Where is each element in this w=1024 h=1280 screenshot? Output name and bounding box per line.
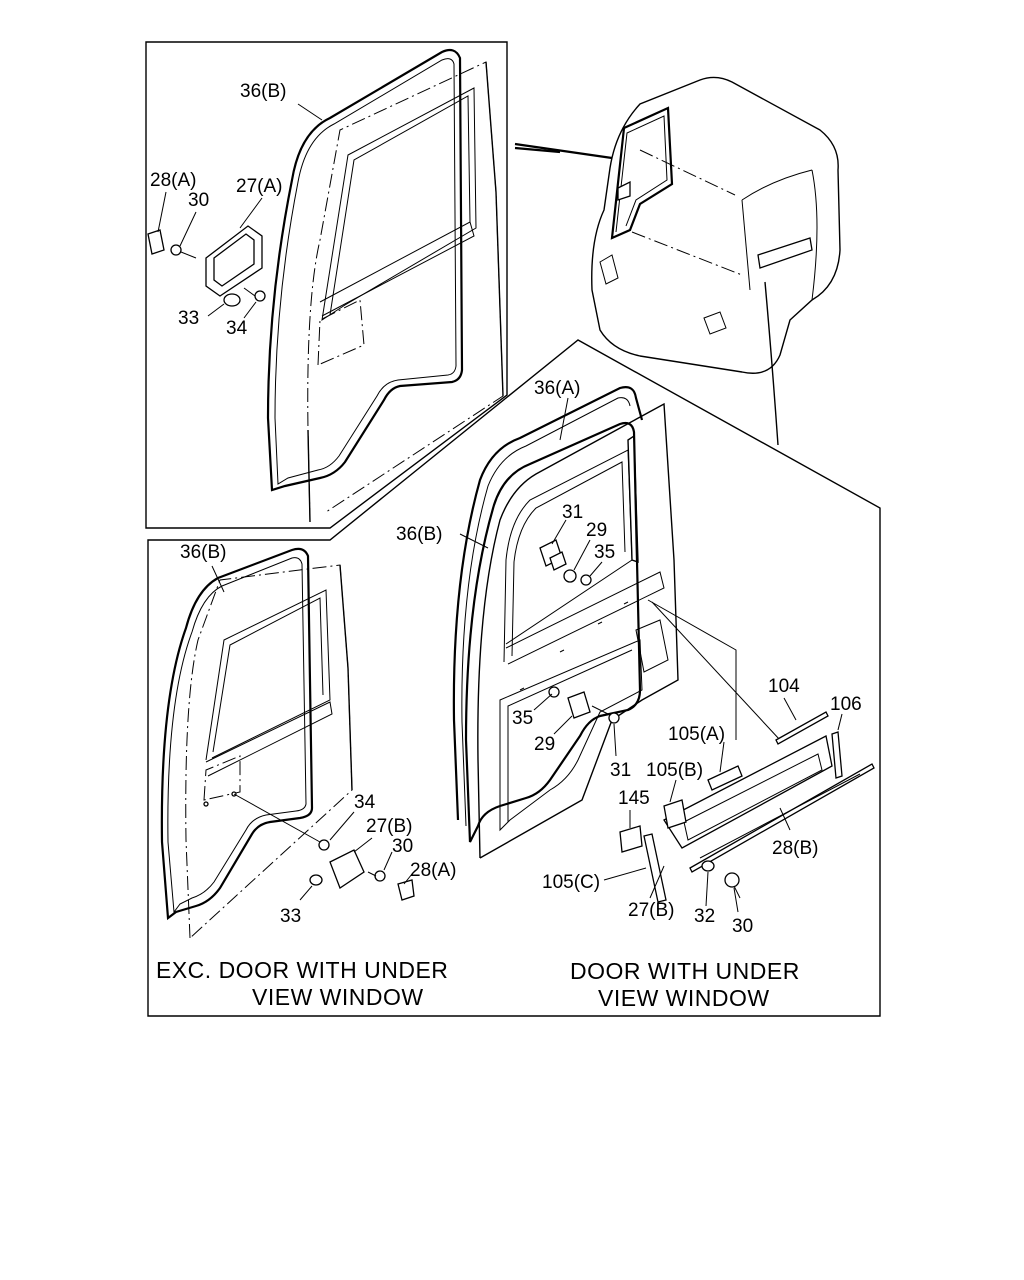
callout-p3-27b: 27(B) — [628, 900, 674, 921]
callout-p3-105b: 105(B) — [646, 760, 703, 781]
callout-p2-30: 30 — [392, 836, 413, 857]
callout-p3-35b: 35 — [512, 708, 533, 729]
caption-right-line1: DOOR WITH UNDER — [570, 958, 800, 984]
caption-left-line1: EXC. DOOR WITH UNDER — [156, 957, 448, 983]
panel-frames — [145, 41, 881, 1017]
callout-p3-145: 145 — [618, 788, 650, 809]
callout-p2-28a: 28(A) — [410, 860, 456, 881]
callout-p2-33: 33 — [280, 906, 301, 927]
leader-lines — [157, 103, 843, 913]
callout-p1-36b: 36(B) — [240, 81, 286, 102]
door-seal-panel-1 — [147, 48, 504, 523]
callout-p2-36b: 36(B) — [180, 542, 226, 563]
callout-p3-36b: 36(B) — [396, 524, 442, 545]
callout-p3-105c: 105(C) — [542, 872, 600, 893]
caption-left-line2: VIEW WINDOW — [252, 984, 424, 1010]
callout-p3-30: 30 — [732, 916, 753, 937]
callout-p1-34: 34 — [226, 318, 248, 339]
callout-p3-106: 106 — [830, 694, 862, 715]
callout-p3-36a: 36(A) — [534, 378, 580, 399]
callout-p1-33: 33 — [178, 308, 199, 329]
callout-p3-29a: 29 — [586, 520, 607, 541]
callout-p1-27a: 27(A) — [236, 176, 282, 197]
callout-p2-34: 34 — [354, 792, 376, 813]
door-seal-panel-3 — [452, 386, 875, 903]
callout-p3-104: 104 — [768, 676, 800, 697]
callout-p3-31a: 31 — [562, 502, 583, 523]
caption-right-line2: VIEW WINDOW — [598, 985, 770, 1011]
callout-p1-28a: 28(A) — [150, 170, 196, 191]
callout-labels: 36(B) 28(A) 27(A) 30 33 34 36(B) 34 27(B… — [150, 81, 862, 937]
cab-outline — [514, 76, 841, 446]
callout-p3-31b: 31 — [610, 760, 631, 781]
callout-p3-32: 32 — [694, 906, 715, 927]
callout-p3-28b: 28(B) — [772, 838, 818, 859]
callout-p3-105a: 105(A) — [668, 724, 725, 745]
callout-p2-27b: 27(B) — [366, 816, 412, 837]
captions: EXC. DOOR WITH UNDER VIEW WINDOW DOOR WI… — [156, 957, 800, 1011]
callout-p3-35a: 35 — [594, 542, 615, 563]
callout-p3-29b: 29 — [534, 734, 555, 755]
door-seal-panel-2 — [160, 547, 415, 939]
callout-p1-30: 30 — [188, 190, 209, 211]
